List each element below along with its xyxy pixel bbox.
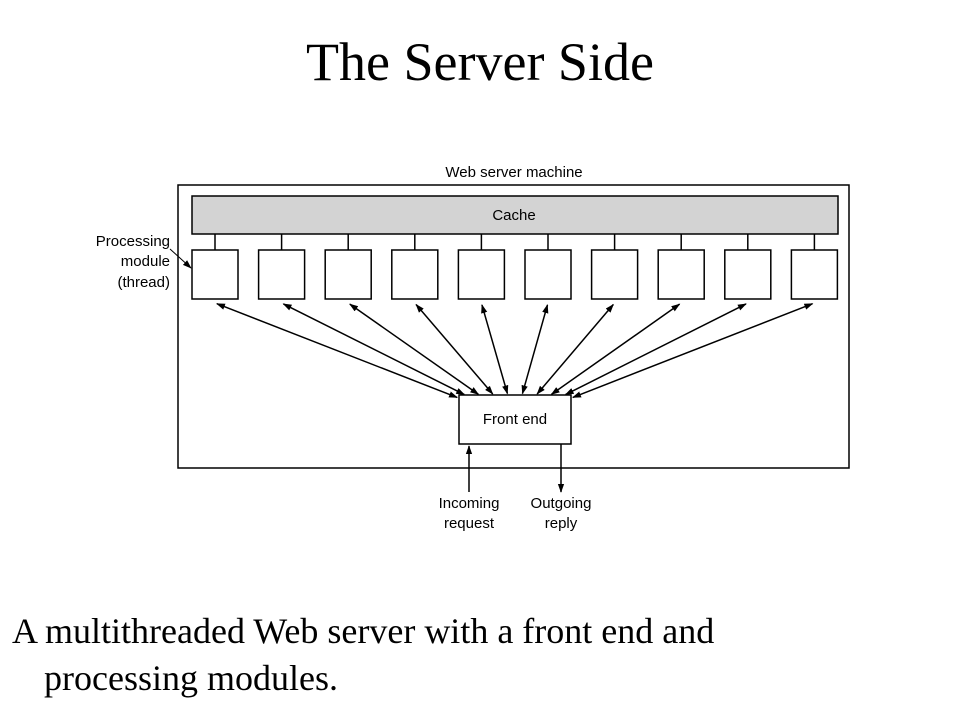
processing-module-box <box>191 249 239 300</box>
processing-module-box <box>457 249 506 300</box>
cache-box <box>191 195 839 235</box>
caption-line-2: processing modules. <box>44 658 338 698</box>
slide-caption: A multithreaded Web server with a front … <box>12 608 942 702</box>
module-frontend-arrow <box>521 304 549 395</box>
incoming-label-line2: request <box>444 515 495 532</box>
slide-title: The Server Side <box>306 32 654 92</box>
processing-module-box <box>391 249 439 300</box>
processing-module-box <box>790 249 839 300</box>
machine-label: Web server machine <box>445 164 582 181</box>
front-end-box <box>458 394 572 445</box>
module-frontend-arrow <box>481 304 509 395</box>
processing-module-box <box>257 249 306 300</box>
processing-module-box <box>657 249 705 300</box>
processing-module-box <box>524 249 572 300</box>
module-frontend-arrow <box>216 303 458 399</box>
processing-modules <box>191 234 839 300</box>
module-frontend-arrow <box>572 303 814 399</box>
cache-label: Cache <box>492 207 535 224</box>
processing-module-box <box>324 249 372 300</box>
processing-module-box <box>724 249 772 300</box>
processing-module-box <box>590 249 639 300</box>
processing-label-line1: Processing <box>96 233 170 250</box>
module-arrows <box>216 303 814 399</box>
module-frontend-arrow <box>415 303 494 395</box>
module-frontend-arrow <box>282 303 466 396</box>
module-frontend-arrow <box>564 303 747 396</box>
front-end-label: Front end <box>483 411 547 428</box>
module-frontend-arrow <box>536 303 614 395</box>
processing-label-pointer <box>169 248 192 269</box>
incoming-label-line1: Incoming <box>439 495 500 512</box>
processing-label-line2: module <box>121 253 170 270</box>
processing-label-line3: (thread) <box>117 274 170 291</box>
caption-line-1: A multithreaded Web server with a front … <box>12 611 715 651</box>
web-server-machine-box <box>177 184 850 469</box>
outgoing-label-line2: reply <box>545 515 578 532</box>
outgoing-label-line1: Outgoing <box>531 495 592 512</box>
